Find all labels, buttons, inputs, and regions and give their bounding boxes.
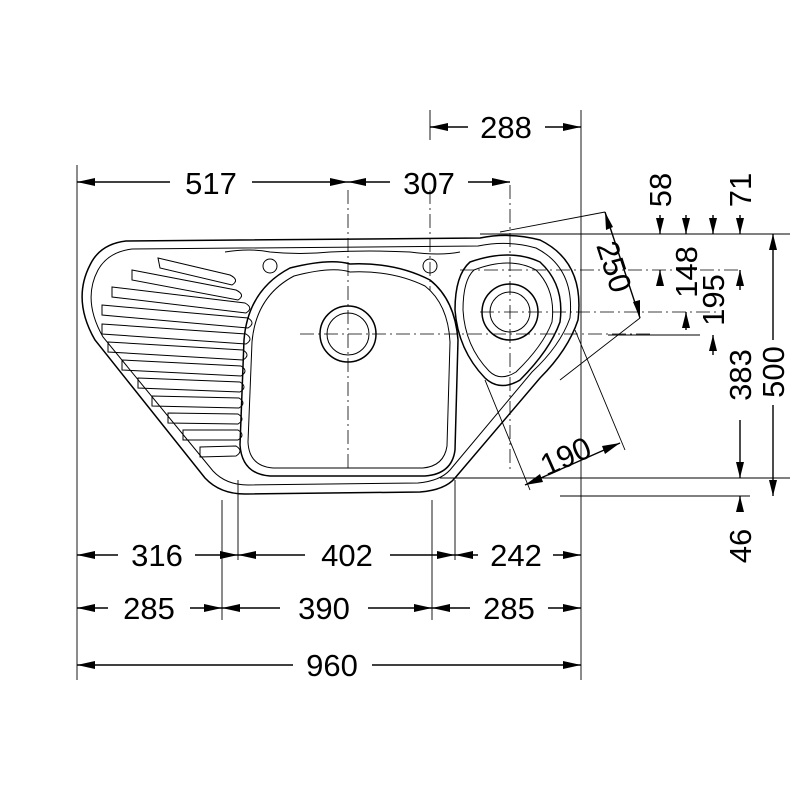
- center-lines: [300, 185, 740, 470]
- sink-body: [81, 234, 580, 495]
- dim-58: 58: [643, 173, 678, 207]
- tap-ledge: [224, 249, 461, 255]
- sink-outer-rim: [81, 234, 580, 495]
- drainer-grooves: [101, 257, 253, 458]
- dim-402: 402: [321, 538, 373, 573]
- extension-lines: [76, 110, 790, 680]
- dimension-lines: [77, 123, 777, 669]
- small-bowl: [454, 254, 562, 387]
- dim-242: 242: [490, 538, 542, 573]
- small-bowl-inner: [462, 262, 554, 378]
- dim-148: 148: [669, 246, 704, 298]
- tap-hole-left: [262, 258, 278, 274]
- dim-250: 250: [589, 237, 638, 297]
- dim-190: 190: [535, 430, 596, 483]
- dim-960: 960: [306, 648, 358, 683]
- dim-517: 517: [185, 166, 237, 201]
- dim-285-right: 285: [483, 591, 535, 626]
- main-bowl-inner: [247, 269, 451, 469]
- dim-390: 390: [298, 591, 350, 626]
- dimension-labels: 288 517 307 316 402 242 285 390 285 960 …: [123, 110, 791, 683]
- main-bowl: [239, 261, 459, 477]
- dim-195: 195: [696, 274, 731, 326]
- dim-285-left: 285: [123, 591, 175, 626]
- sink-inner-rim: [90, 242, 572, 486]
- dim-46: 46: [723, 529, 758, 563]
- dim-383: 383: [723, 349, 758, 401]
- dim-316: 316: [131, 538, 183, 573]
- dim-288: 288: [480, 110, 532, 145]
- dim-307: 307: [403, 166, 455, 201]
- dim-500: 500: [756, 346, 791, 398]
- dim-71: 71: [723, 173, 758, 207]
